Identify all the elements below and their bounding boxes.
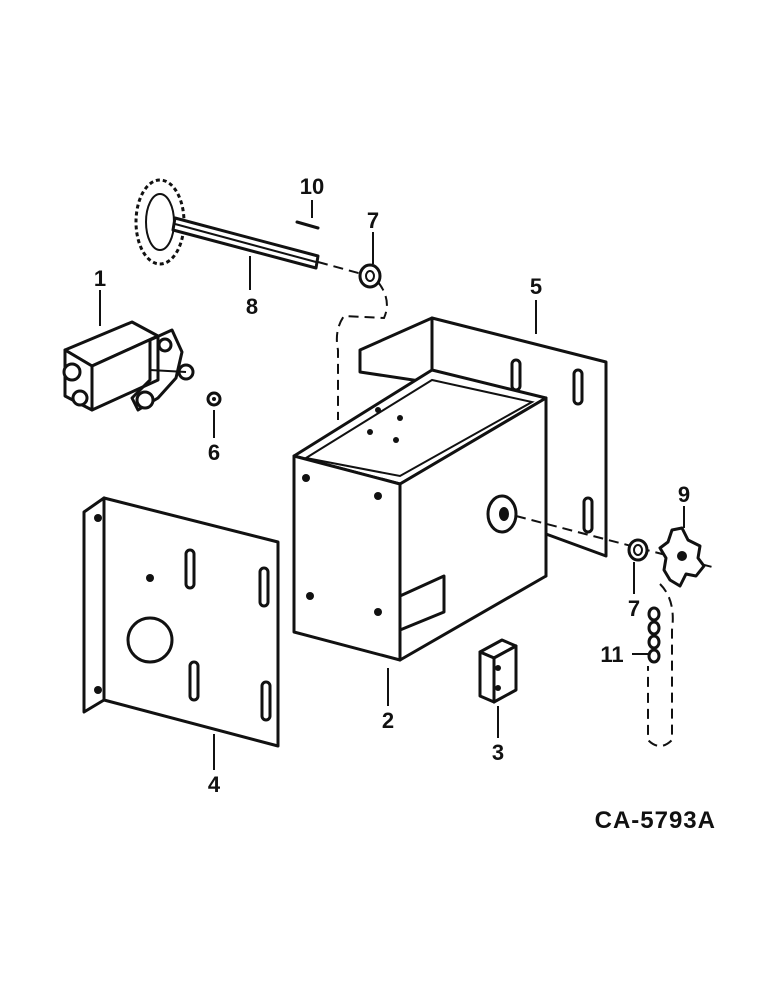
collar-upper — [358, 263, 382, 289]
shaft-centerline — [317, 261, 363, 275]
shaft-with-sprocket — [134, 178, 320, 270]
callout-part-6: 6 — [208, 440, 220, 465]
pin — [295, 220, 320, 230]
roller-chain — [647, 583, 674, 747]
leader-lines — [99, 200, 685, 770]
callout-part-8: 8 — [246, 294, 258, 319]
nut-small — [206, 391, 222, 407]
callout-part-3: 3 — [492, 740, 504, 765]
collar-lower — [627, 538, 649, 562]
callout-part-7-lower: 7 — [628, 596, 640, 621]
callout-part-7-upper: 7 — [367, 208, 379, 233]
callout-part-2: 2 — [382, 708, 394, 733]
shaft-centerline-lower — [515, 515, 717, 569]
callout-part-9: 9 — [678, 482, 690, 507]
figure-code: CA-5793A — [595, 807, 716, 834]
base-mounting-plate — [82, 496, 280, 748]
chain-path-upper — [335, 281, 388, 420]
callout-part-1: 1 — [94, 266, 106, 291]
callout-part-4: 4 — [208, 772, 221, 797]
box-housing — [292, 368, 548, 662]
switch-assembly — [62, 320, 195, 412]
callout-part-11: 11 — [600, 642, 623, 667]
clamp-block — [478, 638, 518, 704]
sprocket-small — [658, 526, 706, 588]
callout-part-10: 10 — [300, 174, 324, 199]
callout-part-5: 5 — [530, 274, 542, 299]
